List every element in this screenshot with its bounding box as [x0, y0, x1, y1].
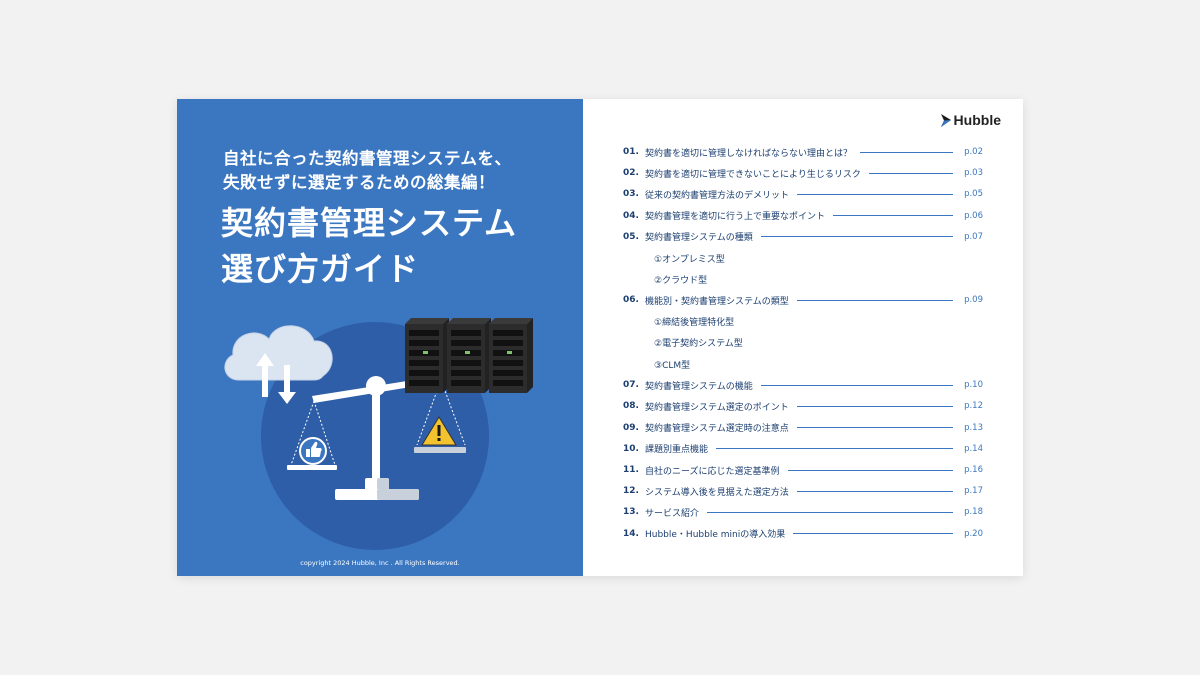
cover-subtitle-line: 自社に合った契約書管理システムを、 — [223, 149, 512, 168]
toc-entry-page: p.06 — [964, 210, 983, 221]
toc-entry[interactable]: 01. 契約書を適切に管理しなければならない理由とは？ p.02 — [623, 145, 983, 159]
toc-entry[interactable]: 14. Hubble・Hubble miniの導入効果 p.20 — [623, 527, 983, 541]
toc-entry-number: 03. — [623, 189, 639, 200]
toc-entry[interactable]: 04. 契約書管理を適切に行う上で重要なポイント p.06 — [623, 209, 983, 223]
toc-entry-page: p.16 — [964, 465, 983, 475]
toc-entry-page: p.07 — [964, 231, 983, 242]
toc-entry-title: 契約書管理システム選定のポイント — [645, 402, 789, 413]
balance-scale-icon — [287, 375, 466, 500]
toc-entry-number: 14. — [623, 528, 639, 539]
server-rack-icon — [405, 318, 533, 393]
toc-entry-title: 契約書管理システムの機能 — [645, 381, 753, 392]
cover-page: 自社に合った契約書管理システムを、 失敗せずに選定するための総集編！ 契約書管理… — [177, 99, 583, 576]
toc-leader-line — [787, 469, 953, 471]
toc-entry-number: 01. — [623, 147, 639, 157]
toc-entry-title: Hubble・Hubble miniの導入効果 — [645, 530, 786, 541]
toc-entry[interactable]: 09. 契約書管理システム選定時の注意点 p.13 — [623, 421, 983, 435]
toc-entry-page: p.20 — [964, 528, 983, 539]
toc-leader-line — [833, 215, 953, 217]
toc-subentry[interactable]: ②クラウド型 — [654, 275, 708, 286]
toc-entry[interactable]: 05. 契約書管理システムの種類 p.07 — [623, 230, 983, 244]
toc-leader-line — [707, 511, 953, 513]
toc-entry-title: システム導入後を見据えた選定方法 — [645, 487, 789, 498]
toc-entry[interactable]: 03. 従来の契約書管理方法のデメリット p.05 — [623, 187, 983, 201]
warning-icon — [421, 416, 457, 446]
toc-entry-number: 04. — [623, 210, 639, 221]
toc-entry-page: p.17 — [964, 486, 983, 497]
toc-entry-title: サービス紹介 — [645, 508, 700, 519]
cover-title-line: 契約書管理システム — [221, 204, 518, 242]
toc-entry[interactable]: 12. システム導入後を見据えた選定方法 p.17 — [623, 484, 983, 498]
toc-entry-number: 12. — [623, 486, 639, 497]
toc-entry-number: 13. — [623, 507, 639, 518]
toc-entry-number: 09. — [623, 422, 639, 433]
toc-entry-page: p.10 — [964, 380, 983, 391]
toc-leader-line — [796, 299, 953, 301]
cloud-icon — [224, 325, 333, 381]
toc-entry-title: 契約書管理を適切に行う上で重要なポイント — [645, 212, 826, 223]
toc-leader-line — [793, 533, 953, 535]
toc-entry-page: p.02 — [964, 147, 983, 157]
toc-leader-line — [716, 448, 953, 450]
copyright-text: copyright 2024 Hubble, Inc . All Rights … — [300, 559, 460, 567]
toc-entry-title: 契約書を適切に管理できないことにより生じるリスク — [645, 169, 861, 180]
upload-arrow-icon — [256, 353, 274, 397]
toc-entry-number: 07. — [623, 380, 639, 391]
toc-entry-number: 06. — [623, 295, 639, 306]
toc-entry-title: 契約書管理システムの種類 — [645, 233, 753, 244]
toc-entry-page: p.18 — [964, 507, 983, 518]
toc-entry-page: p.05 — [964, 189, 983, 200]
toc-entry-title: 契約書を適切に管理しなければならない理由とは？ — [645, 148, 853, 159]
toc-subentry[interactable]: ②電子契約システム型 — [654, 339, 743, 350]
toc-leader-line — [868, 172, 953, 174]
toc-subentry[interactable]: ①締結後管理特化型 — [654, 318, 735, 329]
toc-leader-line — [760, 384, 953, 386]
cover-title: 契約書管理システム 選び方ガイド — [221, 200, 517, 292]
toc-entry-title: 自社のニーズに応じた選定基準例 — [645, 466, 780, 477]
toc-entry-number: 10. — [623, 443, 639, 454]
toc-entry-page: p.12 — [964, 401, 983, 412]
toc-entry-number: 02. — [623, 168, 639, 179]
download-arrow-icon — [278, 365, 296, 404]
toc-entry[interactable]: 08. 契約書管理システム選定のポイント p.12 — [623, 399, 983, 413]
document-spread: 自社に合った契約書管理システムを、 失敗せずに選定するための総集編！ 契約書管理… — [177, 99, 1023, 576]
toc-leader-line — [796, 490, 953, 492]
toc-entry-number: 08. — [623, 401, 639, 412]
toc-entry-page: p.09 — [964, 295, 983, 306]
toc-entry[interactable]: 11. 自社のニーズに応じた選定基準例 p.16 — [623, 463, 983, 477]
hubble-logo-icon — [940, 113, 951, 127]
toc-page: Hubble 01. 契約書を適切に管理しなければならない理由とは？ p.02 02.… — [583, 99, 1023, 576]
toc-entry[interactable]: 07. 契約書管理システムの機能 p.10 — [623, 378, 983, 392]
cover-subtitle-line: 失敗せずに選定するための総集編！ — [223, 173, 495, 192]
thumbs-up-icon — [299, 437, 327, 465]
toc-leader-line — [796, 405, 953, 407]
toc-leader-line — [760, 236, 953, 238]
toc-entry[interactable]: 10. 課題別重点機能 p.14 — [623, 442, 983, 456]
toc-subentry[interactable]: ①オンプレミス型 — [654, 254, 725, 265]
toc-entry[interactable]: 13. サービス紹介 p.18 — [623, 505, 983, 519]
toc-entry-number: 11. — [623, 465, 639, 475]
toc-leader-line — [860, 151, 953, 153]
toc-entry-title: 課題別重点機能 — [645, 445, 709, 456]
cover-illustration — [224, 318, 533, 550]
toc-entry[interactable]: 02. 契約書を適切に管理できないことにより生じるリスク p.03 — [623, 166, 983, 180]
cover-title-line: 選び方ガイド — [221, 250, 420, 288]
toc-entry-title: 機能別・契約書管理システムの類型 — [645, 296, 789, 307]
toc-entry-page: p.03 — [964, 168, 983, 179]
toc-entry-title: 従来の契約書管理方法のデメリット — [645, 190, 790, 201]
brand-logo: Hubble — [940, 112, 1001, 128]
toc-entry-number: 05. — [623, 231, 639, 242]
toc-leader-line — [797, 193, 953, 195]
toc-entry-page: p.13 — [964, 422, 983, 433]
brand-name: Hubble — [953, 112, 1001, 128]
toc-entry-title: 契約書管理システム選定時の注意点 — [645, 424, 789, 435]
toc-entry[interactable]: 06. 機能別・契約書管理システムの類型 p.09 — [623, 293, 983, 307]
toc-entry-page: p.14 — [964, 443, 983, 454]
toc-leader-line — [796, 427, 953, 429]
toc-subentry[interactable]: ③CLM型 — [654, 360, 691, 371]
cover-subtitle: 自社に合った契約書管理システムを、 失敗せずに選定するための総集編！ — [223, 147, 512, 195]
